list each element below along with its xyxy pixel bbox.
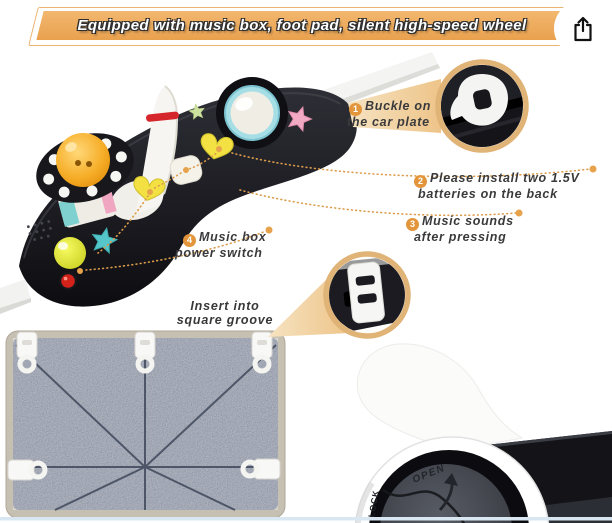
speaker-grill (26, 220, 52, 241)
note-line: square groove (176, 313, 274, 327)
leader-chain-2 (152, 172, 182, 190)
divider-line (0, 517, 612, 521)
callout-line: the car plate (347, 115, 430, 130)
strap-left (0, 279, 31, 314)
zoom-cone-groove (268, 272, 350, 337)
dome-ball-button (216, 77, 288, 149)
pad-clip-left (7, 459, 48, 481)
pad-clip-top-left (16, 331, 38, 374)
buckle-zoom-circle (435, 59, 529, 153)
number-badge: 1 (349, 103, 362, 117)
insert-groove-label: Insert into square groove (166, 299, 284, 327)
groove-buckle-zoom-circle (323, 251, 411, 339)
pad-clip-right (240, 458, 281, 480)
power-button (59, 272, 77, 290)
number-badge: 3 (406, 218, 419, 232)
wheel-lock-label: LOCK (366, 489, 381, 518)
foot-pad (5, 330, 286, 519)
yellow-ball-button (54, 237, 86, 269)
ufo-toy (36, 133, 134, 228)
leader-to-callout-3 (239, 189, 517, 217)
leader-lines (85, 150, 591, 271)
leader-dots (77, 146, 597, 274)
share-button[interactable] (554, 0, 612, 57)
number-badge: 4 (183, 234, 196, 248)
number-badge: 2 (414, 175, 427, 189)
pad-clip-top-right (251, 331, 273, 374)
zoom-cone-buckle (348, 79, 441, 133)
leader-to-callout-2 (231, 152, 591, 178)
toy-console (19, 77, 357, 307)
wheel-cap: OPEN LOCK (366, 463, 512, 523)
banner-text: Equipped with music box, foot pad, silen… (77, 17, 527, 34)
pad-clip-top-center (134, 331, 156, 374)
open-arrow-icon (444, 473, 458, 486)
leader-chain-3 (97, 195, 149, 254)
base-fin (356, 343, 524, 451)
note-line: Insert into (190, 299, 260, 313)
callout-line: after pressing (414, 230, 507, 245)
callout-line: batteries on the back (418, 187, 558, 202)
wheel: OPEN LOCK (354, 436, 550, 523)
share-icon (574, 16, 592, 41)
callout-line: power switch (175, 246, 263, 261)
pad-stitching (14, 339, 277, 511)
